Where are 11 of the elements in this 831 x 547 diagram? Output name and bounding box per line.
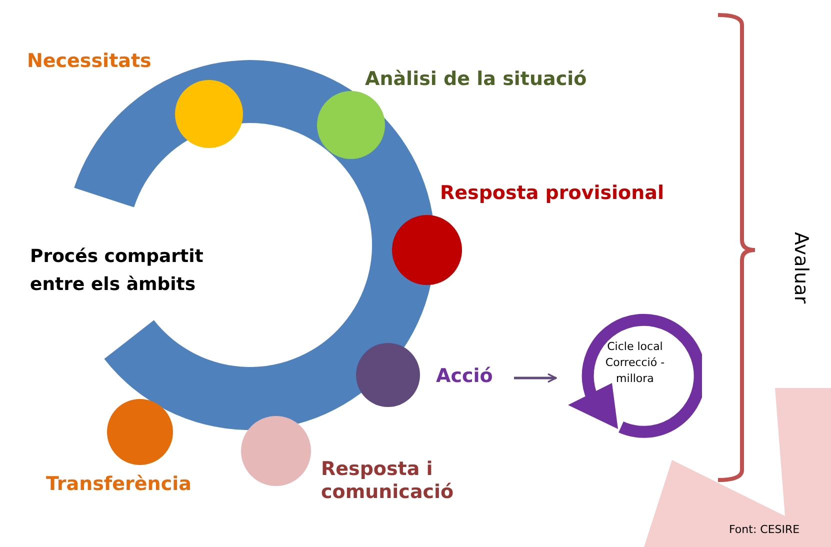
step-label: Necessitats	[27, 50, 152, 73]
side-label: Avaluar	[790, 232, 812, 306]
source-note: Font: CESIRE	[729, 523, 800, 536]
step-label: Anàlisi de la situació	[365, 68, 587, 91]
step-label: Transferència	[46, 473, 192, 496]
center-text: Procés compartit entre els àmbits	[30, 245, 204, 297]
step-label: Acció	[436, 365, 493, 388]
step-label: Resposta i comunicació	[321, 458, 455, 504]
cycle-text: Cicle local Correcció -millora	[604, 339, 666, 387]
step-label: Resposta provisional	[440, 182, 664, 205]
arrow	[514, 373, 557, 383]
